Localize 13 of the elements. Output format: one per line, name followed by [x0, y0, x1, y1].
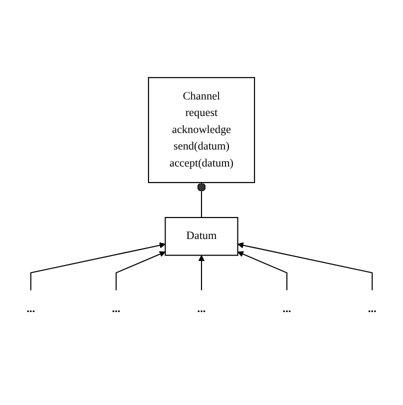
node-box: Channel request acknowledge send(datum) accept(datum) — [148, 76, 256, 183]
arrow — [237, 250, 288, 290]
node-text: ... — [112, 302, 120, 314]
node-box: Datum — [164, 216, 238, 256]
arrow — [237, 242, 373, 290]
node-text: ... — [368, 302, 376, 314]
connector — [197, 182, 206, 218]
node-text: ... — [197, 302, 206, 314]
arrow — [30, 242, 166, 290]
arrow — [116, 250, 166, 290]
arrow — [198, 254, 205, 290]
node-text: ... — [282, 302, 292, 314]
node-text: ... — [26, 302, 35, 314]
